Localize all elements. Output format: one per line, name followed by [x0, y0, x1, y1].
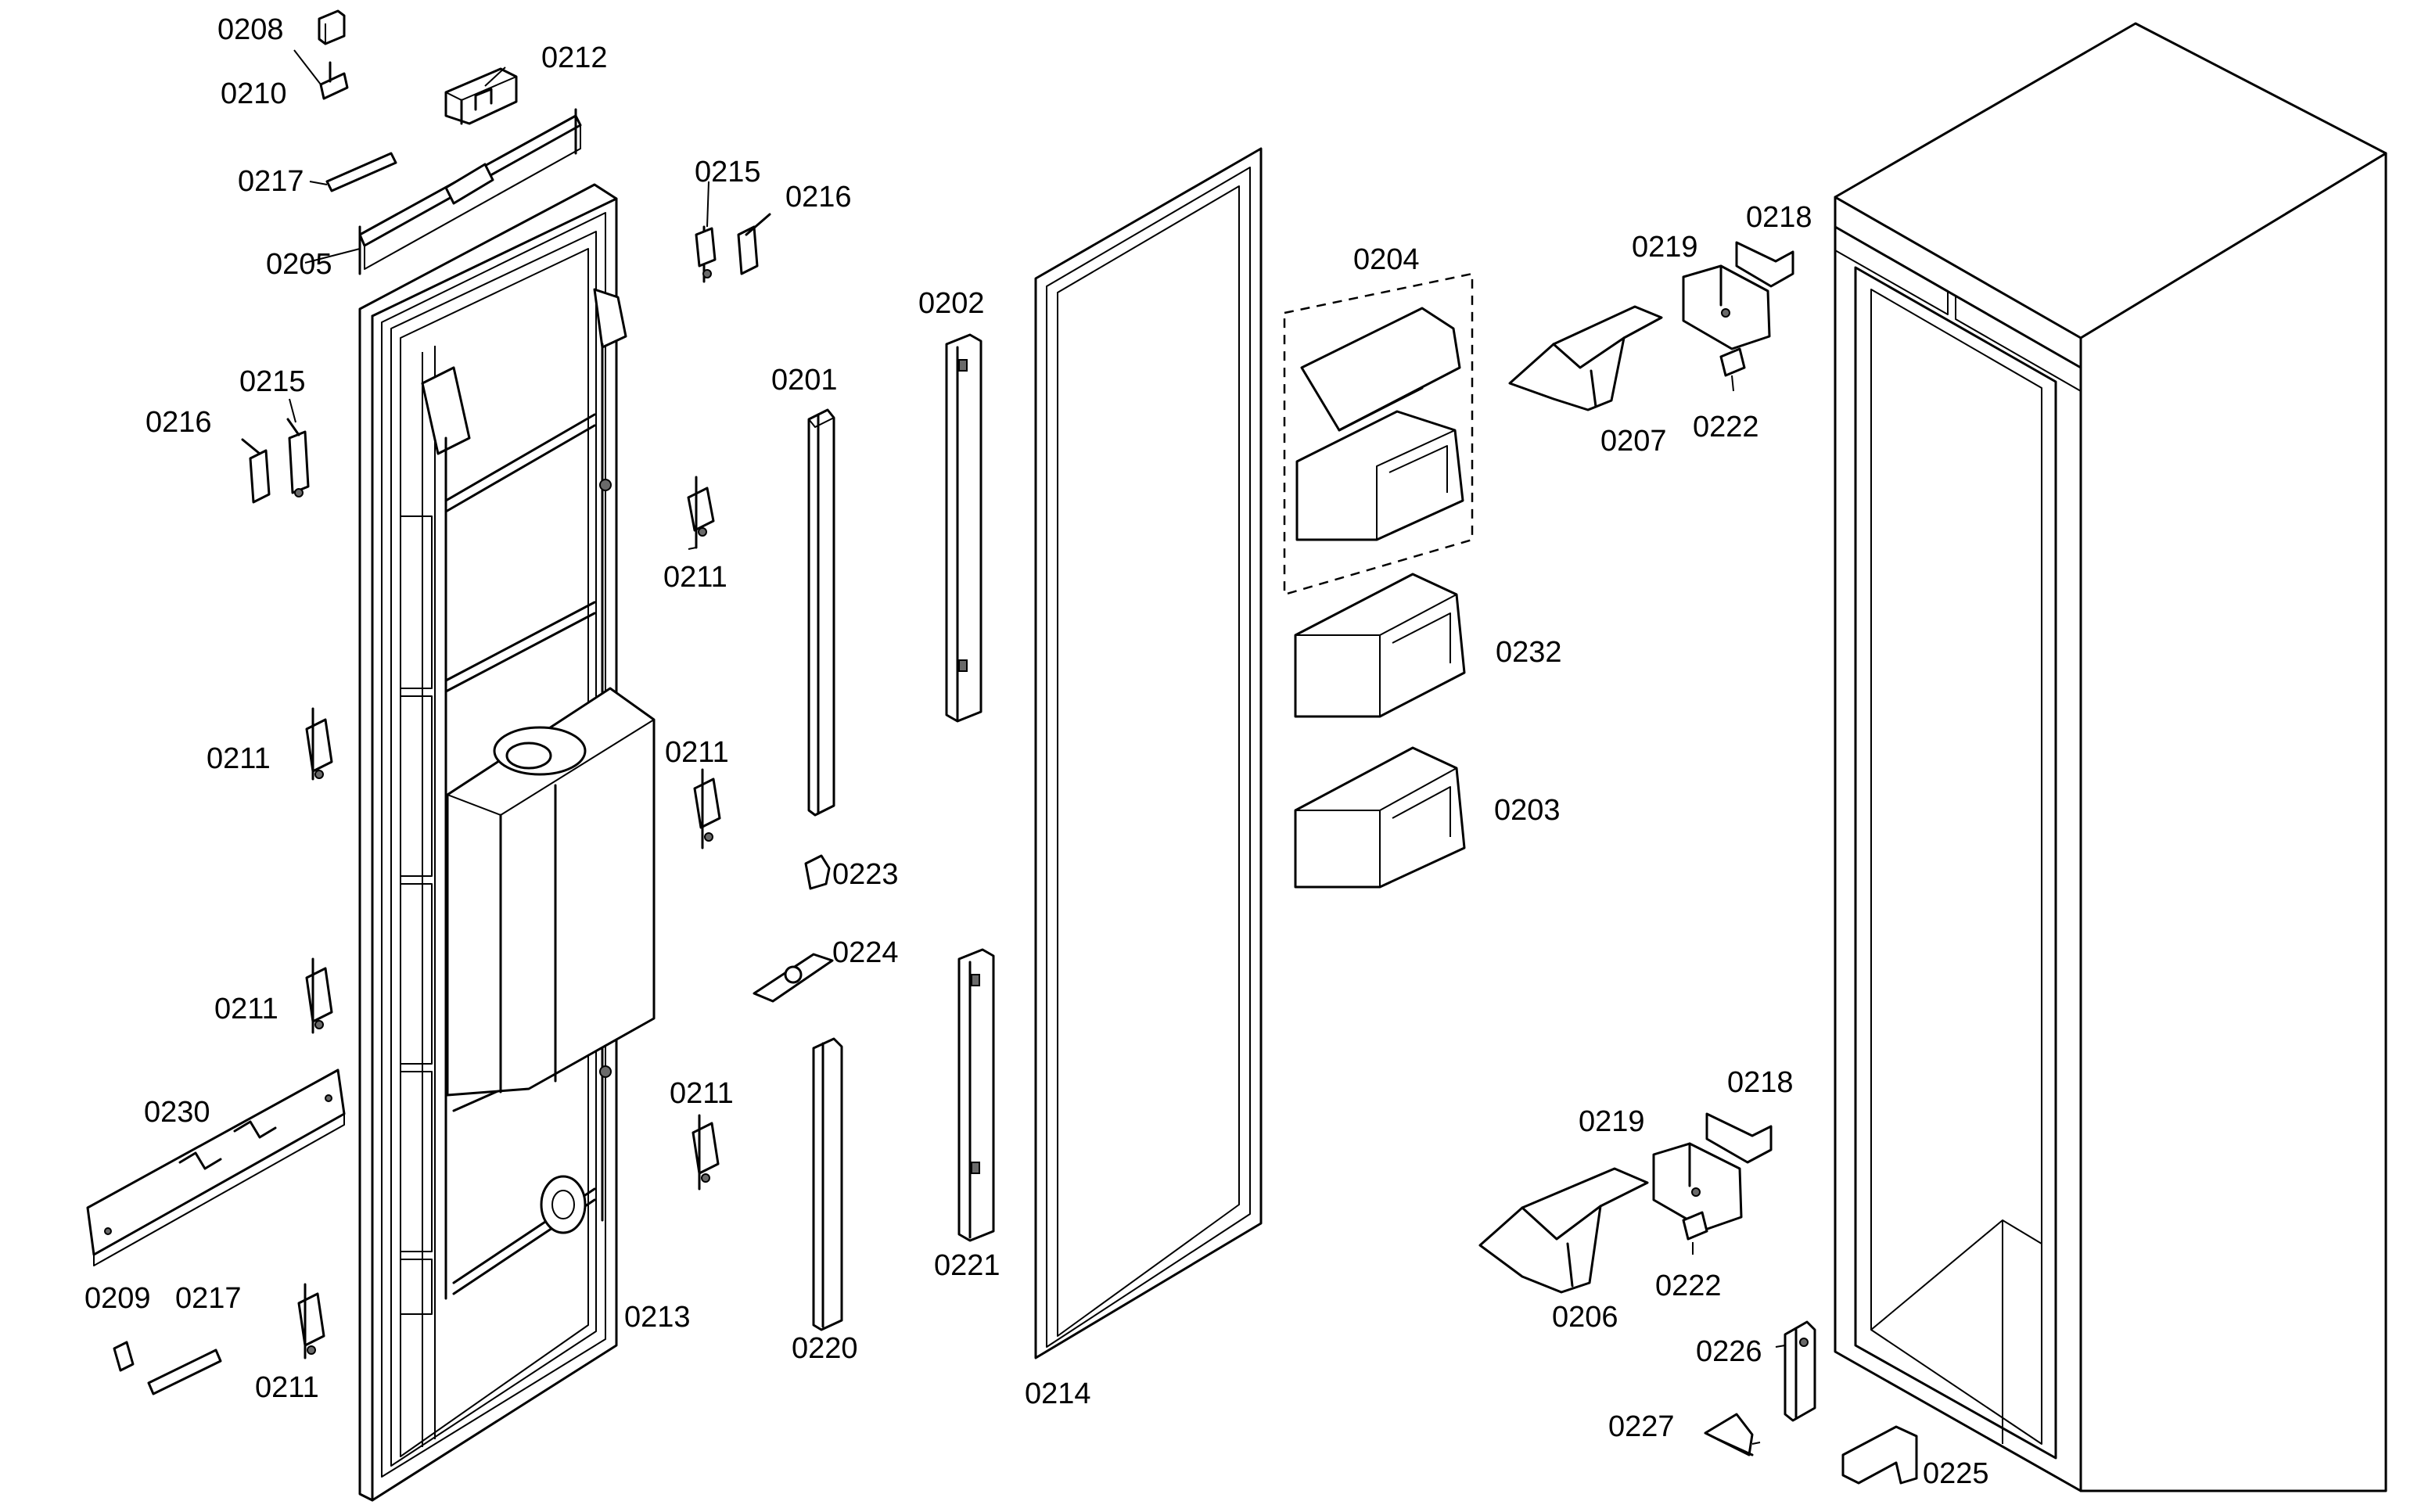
part-0225: [1841, 1425, 1918, 1485]
clip-0216-top: [737, 213, 771, 275]
callout-0204: 0204: [1353, 243, 1420, 276]
leader-lines: [289, 49, 1786, 1445]
callout-0211: 0211: [663, 561, 727, 594]
strip-0202: [945, 333, 982, 723]
hinge-0207: [1508, 305, 1663, 411]
callout-0220: 0220: [792, 1332, 858, 1365]
cabinet-body: [1834, 22, 2387, 1492]
callout-0222: 0222: [1693, 411, 1759, 444]
clip-0211-f: [297, 1283, 325, 1359]
part-0223: [804, 854, 831, 890]
clip-0211-e: [692, 1114, 720, 1191]
callout-0224: 0224: [832, 936, 899, 969]
callout-0216: 0216: [145, 406, 212, 439]
bracket-0219-top: [1682, 264, 1771, 350]
callout-0219: 0219: [1632, 231, 1698, 264]
callout-0225: 0225: [1923, 1457, 1989, 1490]
bin-0203: [1294, 746, 1466, 889]
callout-0218: 0218: [1746, 201, 1812, 234]
callout-0218: 0218: [1727, 1066, 1794, 1099]
clip-0216-left: [241, 438, 271, 504]
part-0217-bottom: [147, 1349, 222, 1395]
part-0210: [319, 61, 349, 100]
callout-0203: 0203: [1494, 794, 1561, 827]
callout-0232: 0232: [1496, 636, 1562, 669]
callout-0211: 0211: [214, 993, 278, 1025]
callout-0217: 0217: [238, 165, 304, 198]
callout-0211: 0211: [665, 736, 729, 769]
bracket-0219-bottom: [1652, 1142, 1743, 1231]
callout-labels: 0208 0210 0212 0217 0205 0215 0216 0216 …: [84, 13, 1989, 1490]
bin-group-0204: [1283, 272, 1474, 596]
callout-0215: 0215: [695, 156, 761, 189]
callout-0207: 0207: [1600, 425, 1667, 458]
plate-0218-bottom: [1705, 1112, 1773, 1164]
callout-0210: 0210: [221, 77, 287, 110]
callout-0209: 0209: [84, 1282, 151, 1315]
part-0222-bottom: [1682, 1211, 1708, 1241]
part-0226: [1784, 1320, 1816, 1422]
callout-0202: 0202: [918, 287, 985, 320]
callout-0215: 0215: [239, 365, 306, 398]
hinge-0206: [1478, 1167, 1649, 1294]
callout-0205: 0205: [266, 248, 332, 281]
callout-0212: 0212: [541, 41, 608, 74]
part-0224: [753, 953, 834, 1003]
strip-0220: [812, 1037, 843, 1331]
plate-0230: [86, 1068, 346, 1266]
callout-0214: 0214: [1025, 1377, 1091, 1410]
callout-0213: 0213: [624, 1301, 691, 1334]
part-0227: [1704, 1413, 1754, 1456]
top-cover-0212: [444, 67, 518, 125]
clip-0211-c: [693, 768, 721, 849]
strip-0201: [807, 408, 835, 817]
top-bracket-0205: [358, 108, 582, 275]
callout-0223: 0223: [832, 858, 899, 891]
callout-0221: 0221: [934, 1249, 1000, 1282]
callout-0211: 0211: [207, 742, 271, 775]
callout-0201: 0201: [771, 364, 838, 397]
part-0209: [113, 1341, 135, 1372]
strip-0221: [957, 948, 995, 1242]
callout-0217: 0217: [175, 1282, 242, 1315]
part-0217-top: [325, 152, 397, 192]
callout-0219: 0219: [1579, 1105, 1645, 1138]
callout-0208: 0208: [217, 13, 284, 46]
callout-0230: 0230: [144, 1096, 210, 1129]
clip-0215-left: [286, 418, 310, 497]
callout-0211: 0211: [670, 1077, 734, 1110]
part-0208: [318, 9, 346, 45]
gasket-0214: [1034, 147, 1263, 1359]
callout-0211: 0211: [255, 1371, 319, 1404]
clip-0215-top: [695, 225, 717, 283]
part-0222-top: [1719, 347, 1746, 377]
clip-0211-b: [305, 707, 333, 781]
clip-0211-d: [305, 957, 333, 1034]
callout-0216: 0216: [785, 181, 852, 214]
clip-0211-a: [687, 476, 715, 549]
callout-0206: 0206: [1552, 1301, 1618, 1334]
plate-0218-top: [1735, 241, 1794, 288]
callout-0227: 0227: [1608, 1410, 1675, 1443]
bin-0232: [1294, 573, 1466, 718]
callout-0222: 0222: [1655, 1270, 1722, 1302]
callout-0226: 0226: [1696, 1335, 1762, 1368]
main-door-0213: [358, 183, 656, 1502]
